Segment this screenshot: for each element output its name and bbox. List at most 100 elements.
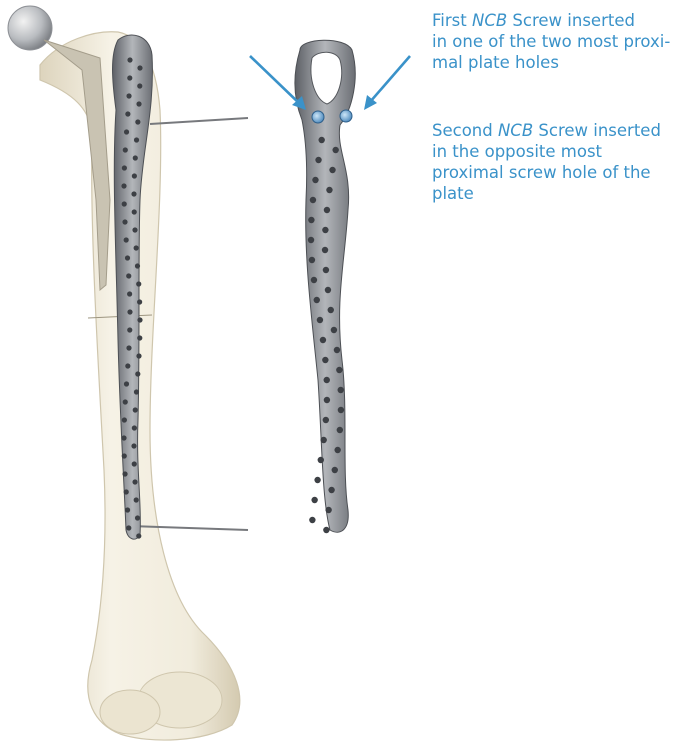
- caption-line: in the opposite most: [432, 141, 682, 162]
- plate-hole: [131, 191, 136, 196]
- plate-hole: [121, 435, 126, 440]
- second-screw-caption: Second NCB Screw inserted in the opposit…: [432, 120, 682, 204]
- plate-hole: [338, 407, 344, 413]
- ncb-term: NCB: [472, 11, 507, 30]
- plate-hole: [134, 245, 139, 250]
- plate-hole: [136, 353, 141, 358]
- plate-hole: [320, 437, 326, 443]
- plate-hole: [126, 93, 131, 98]
- plate-hole: [310, 197, 316, 203]
- plate-hole: [308, 217, 314, 223]
- plate-hole: [325, 507, 331, 513]
- plate-hole: [332, 467, 338, 473]
- plate-hole: [314, 477, 320, 483]
- plate-hole: [135, 119, 140, 124]
- plate-hole: [322, 357, 328, 363]
- plate-hole: [311, 497, 317, 503]
- plate-hole: [135, 515, 140, 520]
- plate-hole: [126, 273, 131, 278]
- plate-hole: [123, 399, 128, 404]
- plate-hole: [124, 381, 129, 386]
- proximal-right-arrow-icon: [364, 56, 410, 110]
- plate-hole: [309, 517, 315, 523]
- caption-line: plate: [432, 183, 682, 204]
- plate-hole: [328, 487, 334, 493]
- plate-hole: [135, 371, 140, 376]
- plate-hole: [136, 281, 141, 286]
- plate-hole: [135, 263, 140, 268]
- plate-hole: [324, 397, 330, 403]
- plate-hole: [318, 137, 324, 143]
- standalone-plate: [295, 40, 355, 533]
- plate-hole: [324, 377, 330, 383]
- plate-hole: [338, 387, 344, 393]
- plate-hole: [137, 65, 142, 70]
- plate-hole: [134, 389, 139, 394]
- plate-hole: [336, 367, 342, 373]
- plate-hole: [125, 111, 130, 116]
- plate-hole: [314, 297, 320, 303]
- plate-hole: [124, 489, 129, 494]
- ncb-term: NCB: [498, 121, 533, 140]
- plate-hole: [137, 83, 142, 88]
- first-screw-caption: First NCB Screw inserted in one of the t…: [432, 10, 682, 73]
- plate-hole: [326, 187, 332, 193]
- plate-hole: [134, 497, 139, 502]
- plate-hole: [131, 443, 136, 448]
- plate-hole: [122, 471, 127, 476]
- plate-hole: [324, 207, 330, 213]
- plate-hole: [132, 173, 137, 178]
- plate-hole: [127, 75, 132, 80]
- plate-hole: [332, 147, 338, 153]
- plate-hole: [331, 327, 337, 333]
- caption-line: mal plate holes: [432, 52, 682, 73]
- plate-hole: [322, 227, 328, 233]
- plate-hole: [121, 183, 126, 188]
- plate-hole: [320, 337, 326, 343]
- plate-hole: [132, 461, 137, 466]
- plate-hole: [329, 167, 335, 173]
- plate-hole: [325, 287, 331, 293]
- plate-hole: [125, 363, 130, 368]
- plate-hole: [124, 129, 129, 134]
- cerclage-wire-upper: [150, 118, 248, 124]
- plate-hole: [323, 267, 329, 273]
- plate-hole: [317, 317, 323, 323]
- plate-hole: [125, 507, 130, 512]
- plate-hole: [312, 177, 318, 183]
- plate-hole: [125, 255, 130, 260]
- plate-hole: [132, 209, 137, 214]
- plate-hole: [122, 417, 127, 422]
- plate-hole: [127, 309, 132, 314]
- plate-hole: [334, 447, 340, 453]
- plate-hole: [124, 237, 129, 242]
- plate-hole: [122, 453, 127, 458]
- plate-hole: [137, 299, 142, 304]
- plate-hole: [334, 347, 340, 353]
- plate-hole: [127, 57, 132, 62]
- plate-hole: [337, 427, 343, 433]
- caption-line: in one of the two most proxi-: [432, 31, 682, 52]
- plate-hole: [137, 335, 142, 340]
- plate-hole: [328, 307, 334, 313]
- second-ncb-screw-head: [340, 110, 352, 122]
- plate-hole: [136, 101, 141, 106]
- plate-hole: [126, 345, 131, 350]
- plate-hole: [127, 291, 132, 296]
- plate-hole: [133, 155, 138, 160]
- plate-hole: [134, 137, 139, 142]
- plate-hole: [137, 317, 142, 322]
- plate-hole: [311, 277, 317, 283]
- caption-line: Second NCB Screw inserted: [432, 120, 682, 141]
- plate-hole: [122, 219, 127, 224]
- plate-hole: [133, 407, 138, 412]
- plate-hole: [123, 147, 128, 152]
- plate-hole: [309, 257, 315, 263]
- plate-hole: [136, 533, 141, 538]
- plate-hole: [122, 201, 127, 206]
- plate-hole: [127, 327, 132, 332]
- plate-hole: [322, 247, 328, 253]
- plate-hole: [308, 237, 314, 243]
